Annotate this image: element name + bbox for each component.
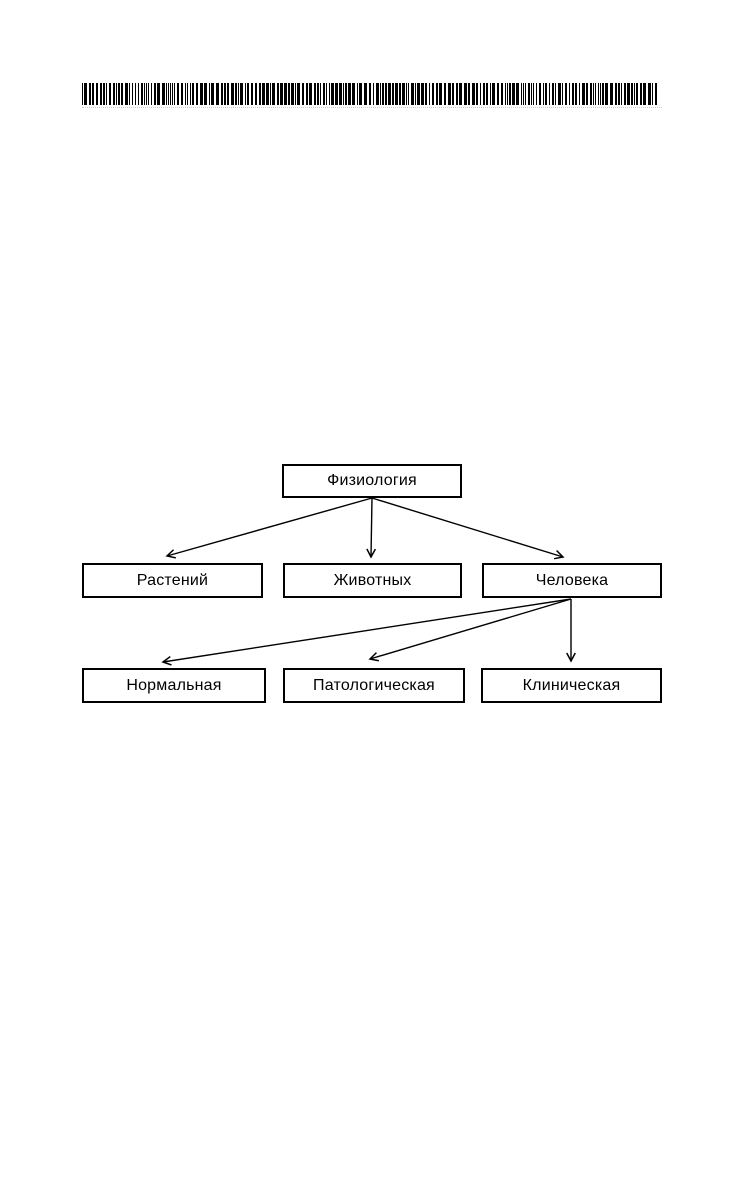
diagram-node-human: Человека (482, 563, 662, 598)
diagram-node-normal: Нормальная (82, 668, 266, 703)
diagram-node-physiology: Физиология (282, 464, 462, 498)
node-label: Физиология (327, 472, 417, 489)
diagram-node-plants: Растений (82, 563, 263, 598)
edge-root-animals (371, 497, 372, 557)
edge-human-normal (163, 598, 572, 662)
diagram-node-animals: Животных (283, 563, 462, 598)
barcode-stripe-band (82, 83, 662, 105)
node-label: Человека (535, 571, 609, 589)
node-label: Растений (136, 571, 209, 589)
node-label: Клиническая (522, 676, 621, 694)
edge-root-human (371, 497, 563, 557)
diagram-node-clinical: Клиническая (481, 668, 662, 703)
node-label: Нормальная (126, 676, 222, 694)
diagram-node-pathological: Патологическая (283, 668, 465, 703)
edge-human-pathological (370, 598, 572, 659)
node-label: Патологическая (313, 676, 435, 694)
scan-artifact-line (82, 107, 662, 108)
node-label: Животных (333, 571, 412, 589)
edge-root-plants (167, 497, 373, 556)
